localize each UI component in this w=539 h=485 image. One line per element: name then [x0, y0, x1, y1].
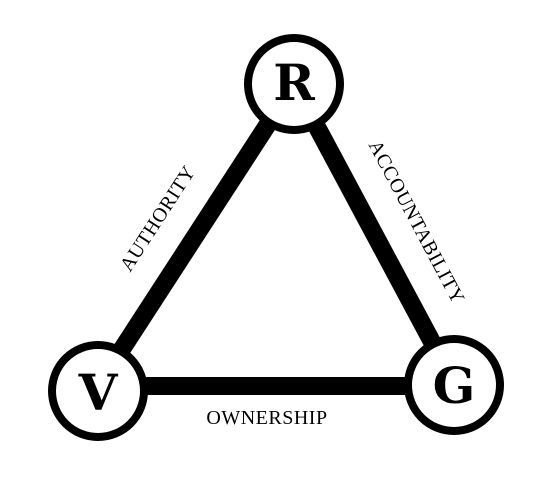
- node-g: G: [404, 335, 504, 435]
- node-v: V: [48, 341, 148, 441]
- label-ownership: OWNERSHIP: [206, 407, 327, 429]
- edge-authority: [90, 79, 302, 391]
- node-r: R: [244, 34, 344, 134]
- node-g-label: G: [433, 356, 476, 415]
- node-r-label: R: [273, 53, 315, 112]
- node-v-circle: [48, 341, 148, 441]
- label-accountability: ACCOUNTABILITY: [364, 137, 469, 308]
- node-r-circle: [244, 34, 344, 134]
- node-v-label: V: [78, 363, 119, 422]
- edge-accountability: [286, 79, 462, 388]
- node-g-circle: [404, 335, 504, 435]
